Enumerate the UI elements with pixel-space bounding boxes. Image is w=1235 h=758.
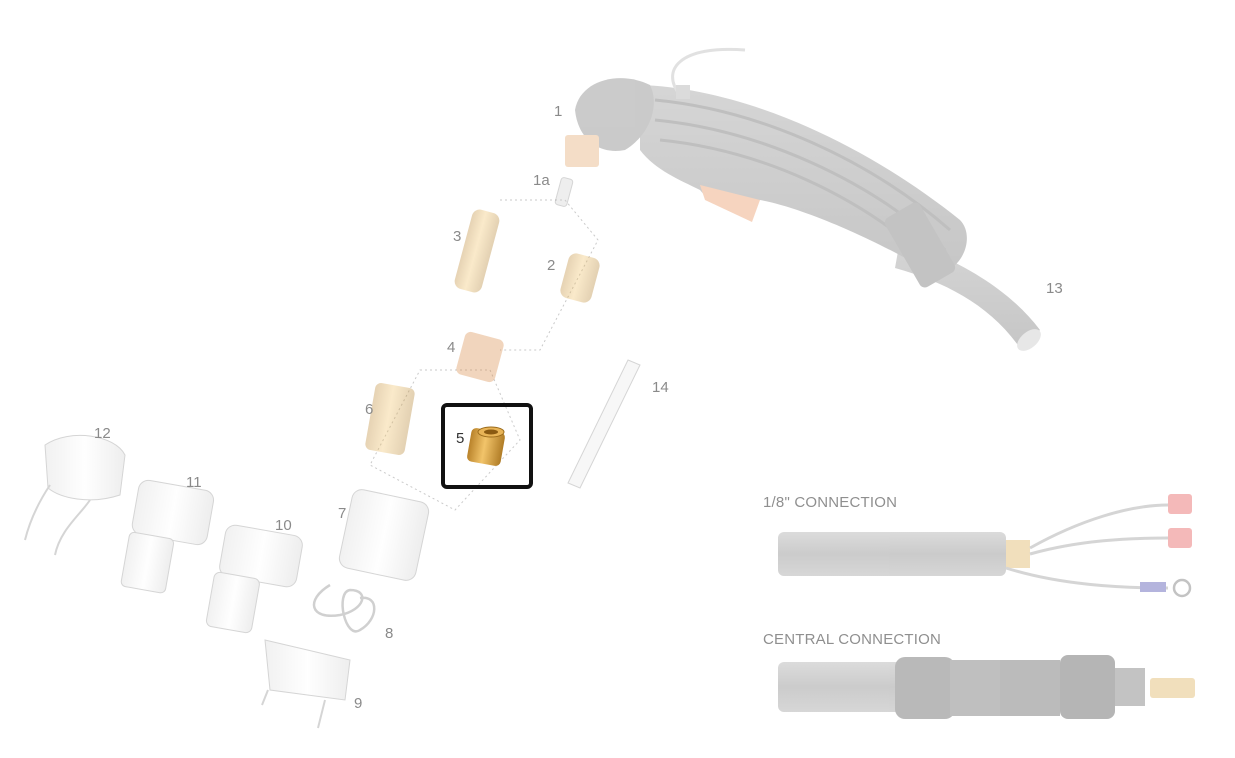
label-part-1a: 1a [533, 172, 550, 189]
connection-central-caption: CENTRAL CONNECTION [763, 631, 941, 648]
label-part-5: 5 [456, 430, 464, 447]
part-10-nozzle-cup[interactable] [205, 524, 303, 634]
part-8-spring-clip[interactable] [312, 583, 376, 633]
label-part-1: 1 [554, 103, 562, 120]
part-5-selected[interactable]: 5 [441, 403, 533, 489]
part-5-brass-insert [467, 426, 505, 466]
label-part-13: 13 [1046, 280, 1063, 297]
label-part-9: 9 [354, 695, 362, 712]
label-part-2: 2 [547, 257, 555, 274]
label-part-3: 3 [453, 228, 461, 245]
label-part-11: 11 [186, 474, 202, 491]
label-part-7: 7 [338, 505, 346, 522]
part-1a-electrode[interactable] [554, 177, 574, 207]
torch-body-part-13[interactable] [565, 47, 1045, 355]
part-7-shield-cup[interactable] [338, 488, 431, 582]
label-part-12: 12 [94, 425, 111, 442]
part-6-tube[interactable] [364, 382, 415, 456]
part-14-spanner-tool[interactable] [567, 359, 641, 489]
label-part-14: 14 [652, 379, 669, 396]
label-part-4: 4 [447, 339, 455, 356]
part-12-gouging-guide[interactable] [24, 434, 126, 556]
label-part-10: 10 [275, 517, 292, 534]
label-part-6: 6 [365, 401, 373, 418]
part-3-long-nozzle[interactable] [453, 208, 501, 294]
eighth-connection-illustration[interactable] [778, 494, 1192, 598]
part-11-drag-cup[interactable] [120, 479, 215, 594]
selection-highlight-box [441, 403, 533, 489]
part-2-short-nozzle[interactable] [559, 252, 602, 305]
connection-eighth-caption: 1/8" CONNECTION [763, 494, 897, 511]
part-4-swirl-ring[interactable] [455, 331, 505, 384]
central-connection-illustration[interactable] [778, 655, 1195, 719]
label-part-8: 8 [385, 625, 393, 642]
part-9-standoff-guide[interactable] [261, 639, 351, 729]
